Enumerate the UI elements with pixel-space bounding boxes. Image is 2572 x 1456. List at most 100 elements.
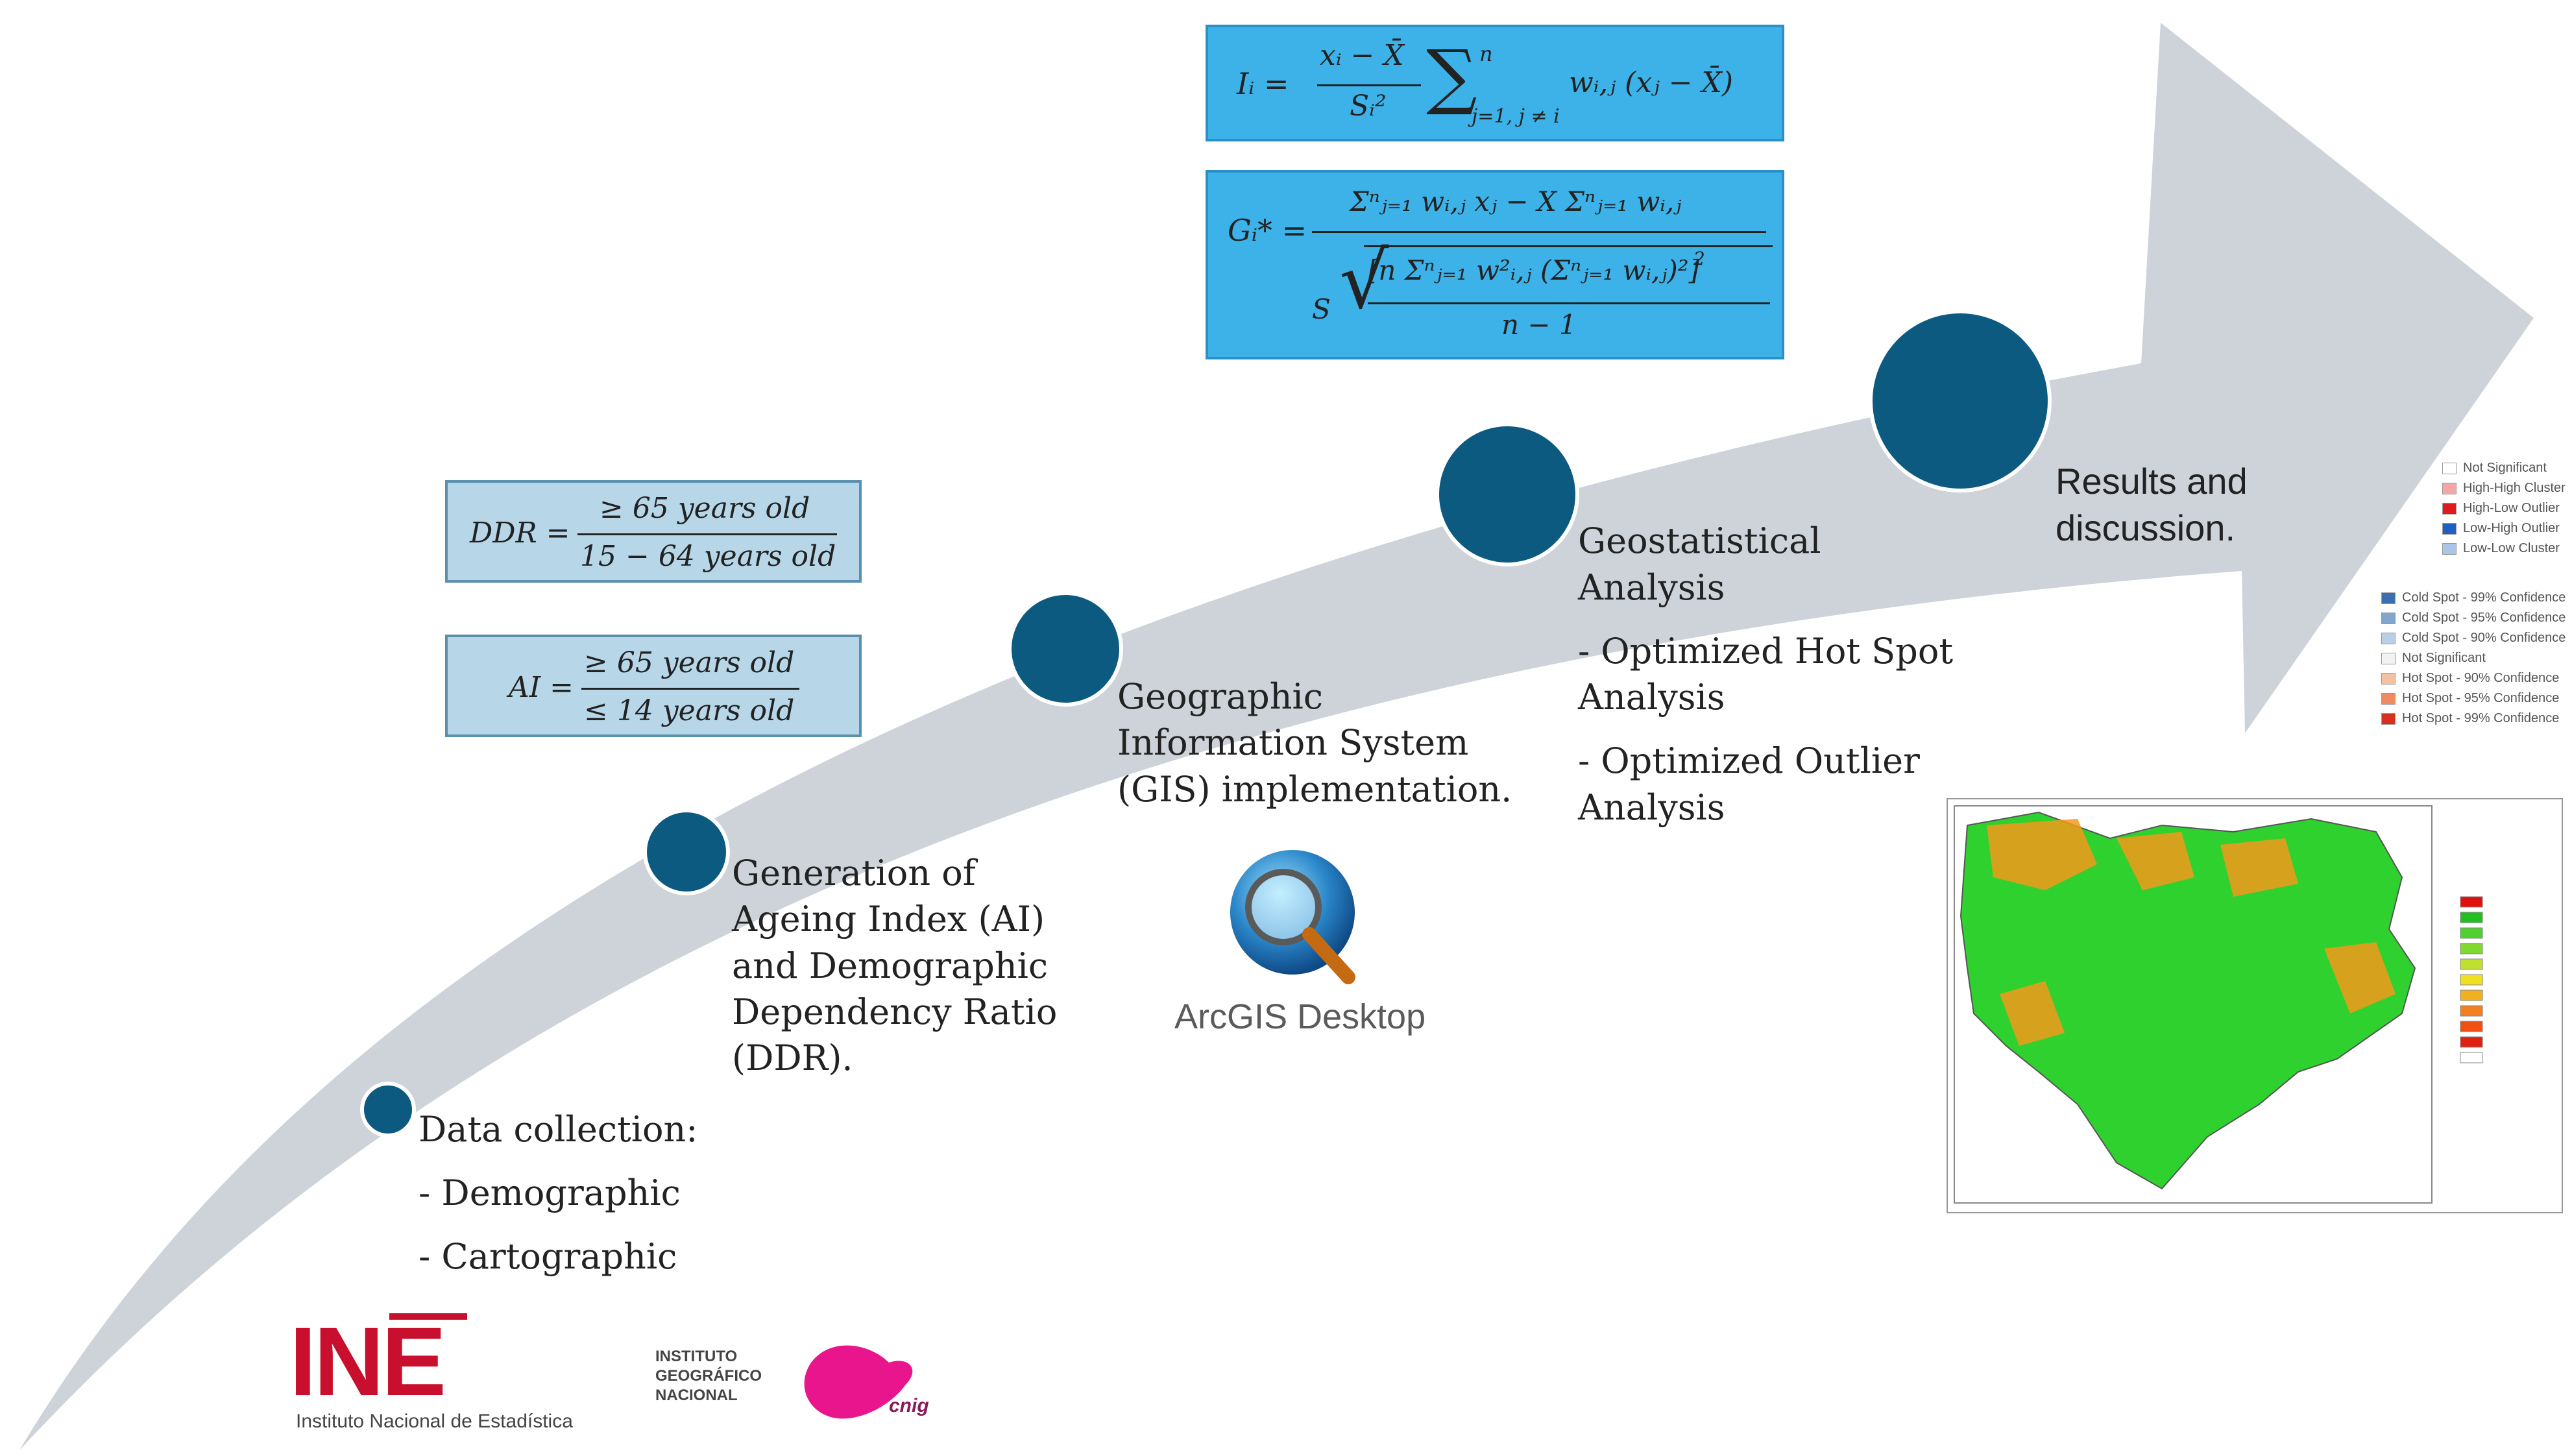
- map-legend-swatch: [2460, 989, 2483, 1001]
- fraction-bar: [1317, 84, 1421, 86]
- map-legend-swatch: [2460, 943, 2483, 954]
- fraction-bar: [581, 688, 799, 690]
- legend-label: Hot Spot - 95% Confidence: [2402, 691, 2560, 705]
- legend-entry: High-Low Outlier: [2442, 498, 2566, 518]
- legend-swatch: [2381, 612, 2396, 624]
- legend-label: Low-High Outlier: [2463, 521, 2560, 535]
- ign-line: INSTITUTO: [655, 1348, 738, 1365]
- legend-swatch: [2442, 522, 2457, 535]
- node-geostatistics: [1435, 422, 1579, 566]
- legend-swatch: [2381, 672, 2396, 685]
- getis-den-inner: [n Σⁿⱼ₌₁ w²ᵢ,ⱼ (Σⁿⱼ₌₁ wᵢ,ⱼ)²]: [1368, 254, 1699, 286]
- legend-entry: Not Significant: [2442, 458, 2566, 478]
- legend-label: Low-Low Cluster: [2463, 541, 2560, 555]
- hot-area: [2117, 832, 2194, 890]
- legend-entry: Hot Spot - 99% Confidence: [2381, 709, 2566, 729]
- map-legend-swatch: [2460, 1036, 2483, 1048]
- moran-lhs: Iᵢ =: [1237, 66, 1289, 101]
- legend-swatch: [2442, 502, 2457, 515]
- legend-entry: Hot Spot - 95% Confidence: [2381, 688, 2566, 709]
- legend-label: High-High Cluster: [2463, 481, 2566, 495]
- stage-results: Results and discussion.: [2056, 458, 2248, 551]
- ddr-lhs: DDR =: [470, 516, 570, 550]
- map-legend-swatch: [2460, 1021, 2483, 1032]
- node-results: [1869, 309, 2052, 492]
- legend-entry: Low-Low Cluster: [2442, 539, 2566, 559]
- map-legend-swatch: [2460, 1052, 2483, 1063]
- radical-sign: √: [1339, 236, 1389, 326]
- legend-label: Cold Spot - 90% Confidence: [2402, 631, 2566, 645]
- map-inner-legend: [2460, 896, 2483, 1063]
- legend-swatch: [2442, 462, 2457, 474]
- node-gis: [1008, 591, 1123, 707]
- legend-swatch: [2442, 482, 2457, 494]
- moran-sum-top: n: [1479, 42, 1493, 66]
- getis-den-s: S: [1312, 293, 1331, 325]
- getis-numerator: Σⁿⱼ₌₁ wᵢ,ⱼ xⱼ − X Σⁿⱼ₌₁ wᵢ,ⱼ: [1350, 186, 1682, 217]
- legend-label: Cold Spot - 95% Confidence: [2402, 611, 2566, 625]
- legend-label: Not Significant: [2463, 461, 2547, 475]
- stage-index-generation: Generation of Ageing Index (AI) and Demo…: [732, 850, 1057, 1081]
- map-panel: [1947, 798, 2563, 1213]
- legend-label: High-Low Outlier: [2463, 501, 2560, 515]
- arcgis-label: ArcGIS Desktop: [1174, 997, 1426, 1036]
- ddr-denominator: 15 − 64 years old: [580, 540, 836, 573]
- legend-entry: Cold Spot - 95% Confidence: [2381, 608, 2566, 628]
- getis-lhs: Gᵢ* =: [1228, 213, 1307, 248]
- map-legend-swatch: [2460, 974, 2483, 986]
- stage-title: Geographic Information System (GIS) impl…: [1117, 676, 1512, 810]
- legend-swatch: [2381, 652, 2396, 664]
- map-legend-swatch: [2460, 958, 2483, 970]
- moran-frac-den: Sᵢ²: [1350, 90, 1387, 123]
- map-legend-swatch: [2460, 927, 2483, 939]
- andalusia-map: [1948, 799, 2562, 1212]
- stage-title: Generation of Ageing Index (AI) and Demo…: [732, 853, 1058, 1079]
- stage-geostatistics: Geostatistical Analysis - Optimized Hot …: [1578, 518, 1953, 831]
- node-data-collection: [360, 1082, 416, 1137]
- region-shape: [1959, 811, 2416, 1190]
- legend-entry: Not Significant: [2381, 648, 2566, 668]
- legend-entry: Cold Spot - 99% Confidence: [2381, 588, 2566, 608]
- ai-numerator: ≥ 65 years old: [584, 646, 795, 679]
- legend-entry: High-High Cluster: [2442, 478, 2566, 498]
- ddr-numerator: ≥ 65 years old: [600, 492, 810, 525]
- ai-formula-box: AI = ≥ 65 years old ≤ 14 years old: [445, 635, 862, 737]
- legend-swatch: [2381, 712, 2396, 725]
- ai-lhs: AI =: [509, 671, 574, 704]
- legend-label: Hot Spot - 99% Confidence: [2402, 711, 2560, 725]
- legend-swatch: [2381, 592, 2396, 604]
- sum-symbol: ∑: [1426, 34, 1477, 117]
- map-legend-swatch: [2460, 1005, 2483, 1017]
- ine-mark: INE: [289, 1307, 446, 1416]
- getis-formula-box: Gᵢ* = Σⁿⱼ₌₁ wᵢ,ⱼ xⱼ − X Σⁿⱼ₌₁ wᵢ,ⱼ S √ […: [1206, 170, 1784, 359]
- fraction-bar: [1312, 231, 1766, 233]
- map-legend-swatch: [2460, 896, 2483, 908]
- moran-formula-box: Iᵢ = xᵢ − X̄ Sᵢ² ∑ n j=1, j ≠ i wᵢ,ⱼ (xⱼ…: [1206, 25, 1784, 141]
- legend-entry: Low-High Outlier: [2442, 518, 2566, 539]
- hot-area: [1987, 819, 2097, 890]
- legend-label: Cold Spot - 99% Confidence: [2402, 590, 2566, 605]
- stage-item: - Cartographic: [419, 1235, 677, 1277]
- ine-subtitle: Instituto Nacional de Estadística: [296, 1411, 573, 1432]
- stage-title: Data collection:: [419, 1109, 698, 1150]
- legend-label: Hot Spot - 90% Confidence: [2402, 671, 2560, 685]
- stage-item: - Demographic: [419, 1172, 681, 1213]
- ai-denominator: ≤ 14 years old: [584, 694, 795, 727]
- getis-den-sup: 2: [1693, 248, 1705, 269]
- hot-area: [2220, 838, 2298, 897]
- node-index-generation: [643, 808, 730, 895]
- legend-swatch: [2381, 632, 2396, 644]
- stage-item: - Optimized Hot Spot Analysis: [1578, 630, 1954, 718]
- stage-gis: Geographic Information System (GIS) impl…: [1117, 673, 1512, 812]
- stage-item: - Optimized Outlier Analysis: [1578, 740, 1920, 829]
- moran-term: wᵢ,ⱼ (xⱼ − X̄): [1569, 66, 1734, 99]
- ign-name: INSTITUTO GEOGRÁFICO NACIONAL: [655, 1347, 762, 1405]
- arrow-body: [19, 23, 2534, 1450]
- legend-entry: Cold Spot - 90% Confidence: [2381, 628, 2566, 648]
- hot-area: [2324, 942, 2396, 1013]
- fraction-bar: [577, 533, 837, 535]
